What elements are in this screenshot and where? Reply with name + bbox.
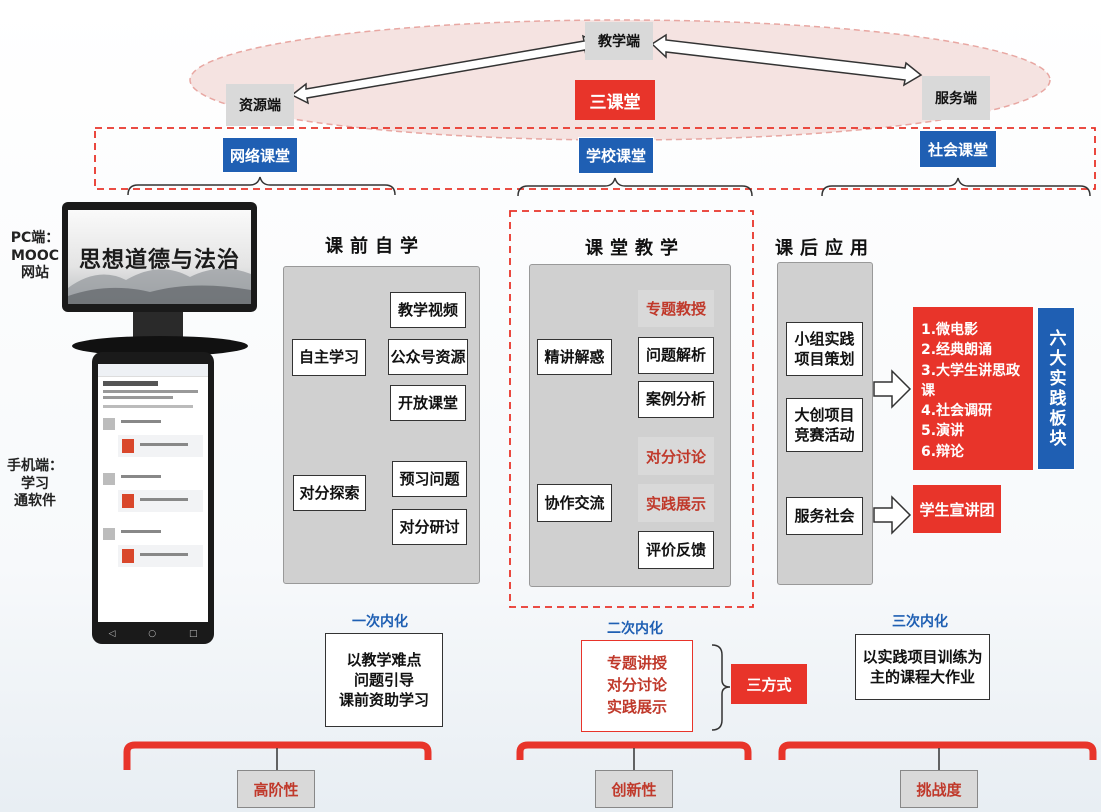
six-practice-blocks: 六大实践板块 <box>1037 307 1075 470</box>
app-line <box>103 381 158 386</box>
resource-end: 资源端 <box>226 84 294 126</box>
serve-society: 服务社会 <box>786 497 863 535</box>
braces <box>127 176 1091 197</box>
classroom-society: 社会课堂 <box>919 130 997 168</box>
collaboration: 协作交流 <box>537 484 612 522</box>
first-internalization-box: 以教学难点 问题引导 课前资助学习 <box>325 633 443 727</box>
hollow-arrows <box>873 369 912 535</box>
file-card <box>118 490 203 512</box>
wechat-resource: 公众号资源 <box>388 339 468 375</box>
monitor-screen: 思想道德与法治 <box>68 210 251 304</box>
app-header <box>98 364 208 377</box>
method-brace <box>711 644 731 731</box>
monitor-base <box>72 336 248 356</box>
post-class-title: 课后应用 <box>775 238 875 259</box>
phone-screen <box>98 364 208 622</box>
third-internalization-box: 以实践项目训练为 主的课程大作业 <box>855 634 990 700</box>
post-row <box>103 418 203 430</box>
pdc-discussion: 对分研讨 <box>392 509 467 545</box>
course-title: 思想道德与法治 <box>78 247 240 273</box>
app-line <box>103 396 173 399</box>
service-end: 服务端 <box>922 76 990 120</box>
monitor-neck <box>133 312 183 338</box>
app-line <box>140 498 188 501</box>
challenge: 挑战度 <box>900 770 978 808</box>
bottom-stems <box>276 748 940 770</box>
problem-analysis: 问题解析 <box>638 337 714 374</box>
ppt-icon <box>122 494 134 508</box>
app-line <box>103 390 198 393</box>
group-project: 小组实践项目策划 <box>786 322 863 376</box>
pdc-discuss: 对分讨论 <box>638 437 714 475</box>
arrow-teaching-service <box>650 33 923 87</box>
preview-question: 预习问题 <box>392 461 467 497</box>
post-row <box>103 528 203 540</box>
teaching-video: 教学视频 <box>390 292 466 328</box>
open-class: 开放课堂 <box>390 385 466 421</box>
high-order: 高阶性 <box>237 770 315 808</box>
recent-icon[interactable]: □ <box>189 629 198 639</box>
pre-class-title: 课前自学 <box>325 236 425 257</box>
lecture-explain: 精讲解惑 <box>537 339 612 375</box>
monitor-frame: 思想道德与法治 <box>62 202 257 312</box>
self-study: 自主学习 <box>292 339 366 376</box>
three-methods: 三方式 <box>731 664 807 704</box>
classroom-online: 网络课堂 <box>222 137 298 173</box>
in-class-title: 课堂教学 <box>585 238 685 259</box>
topic-teaching: 专题教授 <box>638 290 714 327</box>
mountain-art <box>68 268 251 304</box>
app-line <box>121 530 161 533</box>
avatar <box>103 528 115 540</box>
pdc-explore: 对分探索 <box>293 475 366 511</box>
practice-list: 1.微电影 2.经典朗诵 3.大学生讲思政课 4.社会调研 5.演讲 6.辩论 <box>913 307 1033 470</box>
avatar <box>103 473 115 485</box>
bottom-arcs <box>123 741 1097 770</box>
back-icon[interactable]: ◁ <box>108 629 116 639</box>
phone-navbar: ◁ ○ □ <box>92 629 214 639</box>
third-internalization-title: 三次内化 <box>892 614 948 630</box>
file-card <box>118 545 203 567</box>
evaluation-feedback: 评价反馈 <box>638 531 714 569</box>
phone-frame: ◁ ○ □ <box>92 352 214 644</box>
post-row <box>103 473 203 485</box>
app-line <box>121 420 161 423</box>
practice-show: 实践展示 <box>638 484 714 522</box>
app-line <box>140 443 188 446</box>
student-propaganda: 学生宣讲团 <box>913 485 1001 533</box>
file-card <box>118 435 203 457</box>
innovation: 创新性 <box>595 770 673 808</box>
second-internalization-title: 二次内化 <box>607 621 663 637</box>
app-line <box>121 475 161 478</box>
case-analysis: 案例分析 <box>638 381 714 418</box>
class-frame <box>509 210 754 608</box>
classroom-school: 学校课堂 <box>578 137 654 174</box>
teaching-end: 教学端 <box>585 22 653 60</box>
app-line <box>103 405 193 408</box>
pc-label: PC端： MOOC 网站 <box>10 230 60 281</box>
ppt-icon <box>122 439 134 453</box>
innovation-contest: 大创项目竞赛活动 <box>786 398 863 452</box>
app-line <box>140 553 188 556</box>
first-internalization-title: 一次内化 <box>352 614 408 630</box>
home-icon[interactable]: ○ <box>148 629 157 639</box>
second-internalization-box: 专题讲授 对分讨论 实践展示 <box>581 640 693 732</box>
mobile-label: 手机端： 学习 通软件 <box>7 458 63 509</box>
ppt-icon <box>122 549 134 563</box>
avatar <box>103 418 115 430</box>
three-classrooms: 三课堂 <box>575 80 655 120</box>
classroom-band <box>94 127 1096 190</box>
